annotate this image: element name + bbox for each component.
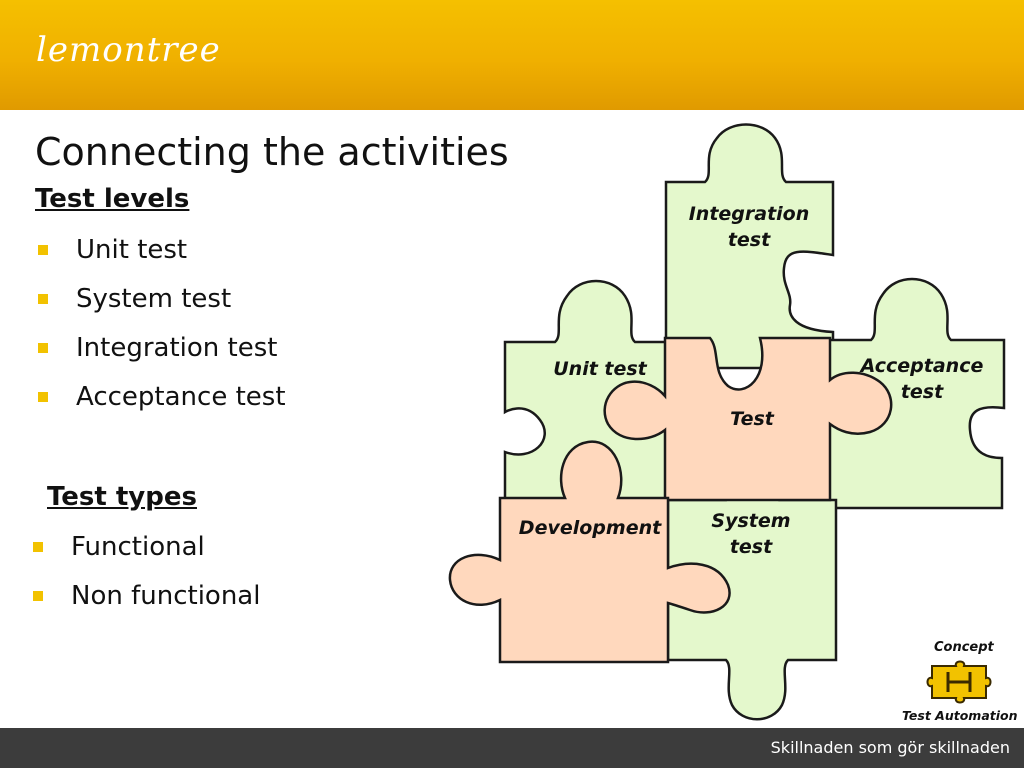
bullet-square-icon	[38, 343, 48, 353]
brand-bottom-text: Test Automation	[902, 708, 1018, 723]
footer-tagline: Skillnaden som gör skillnaden	[770, 738, 1010, 757]
puzzle-diagram: Integration test Unit test Acceptance te…	[448, 123, 1006, 721]
system-label-line-2: test	[730, 536, 773, 558]
system-label-line-1: System	[711, 510, 790, 532]
integration-label-line-2: test	[728, 229, 771, 251]
integration-label-line-1: Integration	[689, 203, 810, 225]
unit-label: Unit test	[553, 358, 647, 380]
development-label: Development	[519, 517, 662, 539]
puzzle-piece-integration	[664, 123, 835, 370]
puzzle-piece-acceptance	[826, 277, 1006, 510]
slide-title: Connecting the activities	[35, 130, 509, 174]
concept-test-automation-brand: Concept Test Automation	[898, 640, 1024, 726]
puzzle-piece-development	[448, 440, 731, 664]
acceptance-label-line-1: Acceptance	[859, 355, 984, 377]
footer-bar: Skillnaden som gör skillnaden	[0, 728, 1024, 768]
bullet-square-icon	[33, 591, 43, 601]
puzzle-piece-unit	[503, 279, 670, 507]
acceptance-label-line-2: test	[901, 381, 944, 403]
logo: lemontree	[36, 30, 221, 70]
test-types-heading: Test types	[47, 482, 197, 512]
test-levels-heading: Test levels	[35, 184, 190, 214]
bullet-square-icon	[38, 245, 48, 255]
puzzle-icon	[926, 660, 992, 704]
bullet-square-icon	[33, 542, 43, 552]
puzzle-piece-test	[603, 336, 893, 502]
header-bar: lemontree	[0, 0, 1024, 110]
bullet-square-icon	[38, 392, 48, 402]
brand-top-text: Concept	[934, 640, 994, 655]
bullet-square-icon	[38, 294, 48, 304]
test-label: Test	[730, 408, 775, 430]
